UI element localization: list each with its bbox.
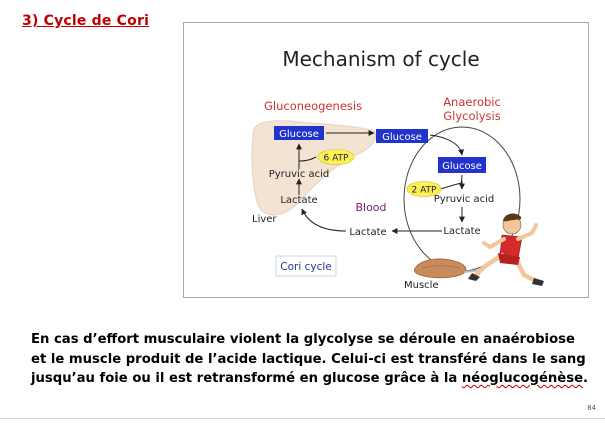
glucose-muscle-label: Glucose (442, 161, 482, 172)
slide-heading: 3) Cycle de Cori (22, 13, 149, 29)
gluconeogenesis-label: Gluconeogenesis (264, 99, 362, 113)
page-number: 84 (587, 404, 596, 412)
muscle-label: Muscle (404, 280, 439, 291)
lactate-muscle-label: Lactate (443, 226, 480, 237)
blood-label: Blood (355, 201, 386, 214)
runner-illustration (468, 214, 544, 286)
blood-to-muscle-arrow (430, 135, 462, 155)
explanation-paragraph: En cas d’effort musculaire violent la gl… (31, 330, 591, 389)
pyruvic-muscle-label: Pyruvic acid (434, 194, 495, 205)
footer-divider (0, 418, 605, 419)
cori-cycle-diagram: Mechanism of cycle Gluconeogenesis Anaer… (184, 23, 588, 297)
paragraph-end: . (583, 371, 588, 386)
pyruvic-liver-label: Pyruvic acid (269, 169, 330, 180)
glycolysis-label: Glycolysis (443, 109, 500, 123)
glucose-liver-label: Glucose (279, 129, 319, 140)
atp-output-curve (440, 183, 462, 189)
diagram-title: Mechanism of cycle (282, 47, 479, 71)
cori-cycle-label: Cori cycle (280, 261, 331, 273)
lactate-liver-label: Lactate (280, 195, 317, 206)
lactate-blood-label: Lactate (349, 227, 386, 238)
atp-6-label: 6 ATP (324, 154, 350, 164)
muscle-tissue-illustration (414, 259, 466, 278)
cori-cycle-figure: Mechanism of cycle Gluconeogenesis Anaer… (183, 22, 589, 298)
liver-label: Liver (252, 214, 277, 225)
paragraph-term: néoglucogénèse (462, 371, 583, 386)
blood-to-liver-arrow (302, 209, 346, 231)
anaerobic-label: Anaerobic (443, 95, 501, 109)
glucose-blood-label: Glucose (382, 132, 422, 143)
